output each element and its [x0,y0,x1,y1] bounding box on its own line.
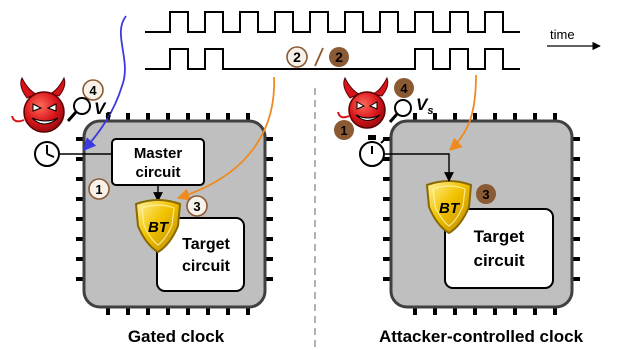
step-2-dark-label: 2 [335,49,343,65]
master-circuit-label-1: Master [134,145,183,162]
left-vs-label: Vs [94,99,111,121]
gated-clock-to-right-chip-arrow [449,74,477,151]
right-target-label-1: Target [474,227,525,246]
left-shield-icon: BT [134,199,182,254]
left-target-circuit-box [156,217,245,292]
right-step-1-badge: 1 [334,120,354,140]
step-2-legend: 2 2 [286,46,349,68]
left-step-4-badge: 4 [82,79,104,101]
right-chip-pins [383,113,580,315]
regular-clock-to-master-arrow [83,15,127,151]
master-circuit-label-2: circuit [135,164,180,181]
left-bt-label: BT [148,219,170,236]
left-step-1-badge: 1 [88,178,110,200]
time-label: time [550,27,575,42]
left-step-1-label: 1 [95,182,102,197]
stopwatch-to-bt-arrow [385,153,454,182]
right-target-circuit-box [444,208,554,289]
left-devil-icon [11,76,66,133]
right-panel: Target circuit BT 1 3 4 [334,74,584,346]
gated-clock-to-left-bt-arrow [176,76,275,201]
right-target-label-2: circuit [473,251,524,270]
right-devil-icon [337,76,389,129]
stopwatch-icon [359,135,385,167]
left-target-label-1: Target [182,236,230,253]
right-step-4-badge: 4 [394,78,414,98]
left-magnifier-icon [66,97,91,122]
right-step-1-label: 1 [340,123,347,138]
step-2-light-label: 2 [293,49,301,65]
right-vs-label: Vs [416,95,433,117]
gated-clock-waveform [145,48,520,70]
clock-waveforms: time [145,11,601,70]
right-step-3-label: 3 [482,187,489,202]
right-step-4-label: 4 [400,81,408,96]
right-step-3-badge: 3 [476,184,496,204]
left-step-3-label: 3 [193,199,200,214]
left-panel: Master circuit Target circuit BT 1 [11,15,275,346]
left-step-4-label: 4 [89,83,97,98]
left-target-label-2: circuit [182,258,231,275]
right-bt-label: BT [439,200,461,217]
right-magnifier-icon [388,99,412,123]
left-step-3-badge: 3 [186,195,208,217]
regular-clock-waveform [145,11,520,33]
right-shield-icon: BT [425,180,473,235]
clock-icon [34,141,60,167]
left-caption: Gated clock [128,327,225,346]
right-caption: Attacker-controlled clock [379,327,584,346]
